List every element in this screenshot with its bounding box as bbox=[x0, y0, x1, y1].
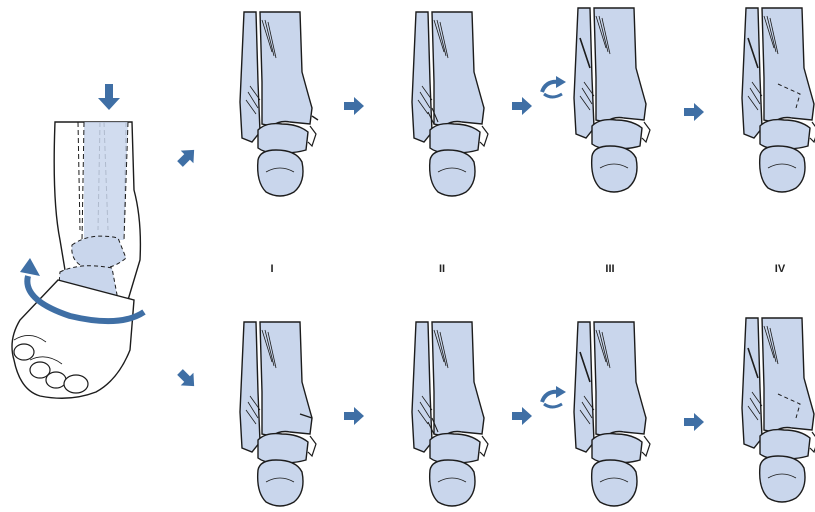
curved-rotation-arrow-icon bbox=[542, 76, 566, 97]
foot-illustration bbox=[12, 122, 140, 398]
arrow-down-icon bbox=[98, 84, 120, 110]
stage-label-1: I bbox=[270, 263, 273, 275]
ankle-stage-bottom-2 bbox=[412, 322, 488, 506]
ankle-stage-bottom-1 bbox=[240, 322, 316, 506]
stage-labels: I II III IV bbox=[270, 263, 785, 275]
arrow-right-icon bbox=[684, 413, 704, 431]
ankle-stage-top-4 bbox=[742, 8, 815, 192]
top-row bbox=[240, 8, 815, 196]
ankle-stage-bottom-3 bbox=[574, 322, 650, 506]
ankle-stage-top-2 bbox=[412, 12, 488, 196]
arrow-right-icon bbox=[684, 103, 704, 121]
curved-rotation-arrow-icon bbox=[542, 386, 566, 407]
arrow-right-icon bbox=[344, 97, 364, 115]
arrow-right-icon bbox=[512, 407, 532, 425]
stage-label-4: IV bbox=[775, 263, 786, 275]
bottom-row bbox=[240, 318, 815, 506]
ankle-stage-bottom-4 bbox=[742, 318, 815, 502]
arrow-down-right-icon bbox=[174, 366, 201, 393]
ankle-stage-top-1 bbox=[240, 12, 318, 196]
arrow-right-icon bbox=[344, 407, 364, 425]
stage-label-2: II bbox=[439, 263, 445, 275]
arrow-right-icon bbox=[512, 97, 532, 115]
stage-label-3: III bbox=[605, 263, 614, 275]
arrow-up-right-icon bbox=[174, 143, 201, 170]
ankle-stage-top-3 bbox=[574, 8, 650, 192]
